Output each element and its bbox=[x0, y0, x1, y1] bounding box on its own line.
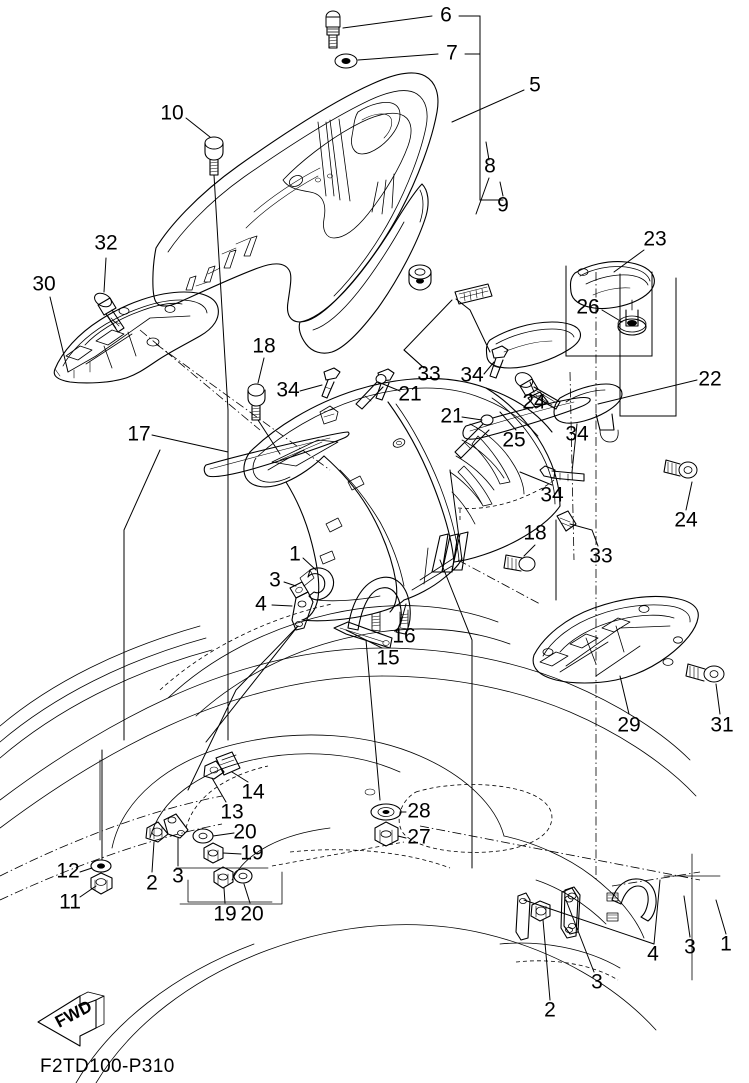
main-cowl-assembly bbox=[243, 377, 561, 622]
nut-item-19-upper bbox=[203, 842, 224, 864]
callout-1-b: 1 bbox=[720, 933, 732, 956]
vehicle-body-outline bbox=[0, 603, 721, 1083]
clip-item-33-lower bbox=[556, 510, 577, 532]
bolt-item-18-right bbox=[503, 554, 536, 572]
callout-27: 27 bbox=[407, 826, 430, 849]
callout-22: 22 bbox=[698, 368, 721, 391]
upper-tank-cover-assembly bbox=[152, 72, 439, 354]
callout-21-a: 21 bbox=[398, 383, 421, 406]
rivet-item-34-b bbox=[489, 345, 509, 379]
callout-24-a: 24 bbox=[522, 391, 546, 414]
bracket-item-22 bbox=[485, 321, 623, 443]
plate-item-3-lower bbox=[560, 887, 579, 939]
callout-30: 30 bbox=[32, 273, 55, 296]
callout-32: 32 bbox=[94, 232, 117, 255]
side-panel-item-30 bbox=[53, 291, 219, 384]
callout-34-d: 34 bbox=[540, 484, 564, 507]
callout-23: 23 bbox=[643, 228, 666, 251]
grommet-item-26 bbox=[617, 309, 647, 336]
collar-item-14 bbox=[215, 751, 241, 776]
callout-3-a: 3 bbox=[269, 569, 281, 592]
callout-8: 8 bbox=[484, 155, 496, 178]
nut-item-19-lower bbox=[213, 866, 234, 889]
callout-18-a: 18 bbox=[252, 335, 275, 358]
rivet-item-34-c bbox=[539, 465, 585, 482]
bolt-item-18-left bbox=[247, 383, 266, 421]
rivet-item-34-a bbox=[321, 367, 341, 399]
callout-33-b: 33 bbox=[589, 545, 612, 568]
bolt-item-24-upper bbox=[514, 372, 561, 410]
callout-16: 16 bbox=[392, 625, 415, 648]
bolt-item-10 bbox=[204, 136, 224, 176]
callout-5: 5 bbox=[529, 74, 541, 97]
bracket-item-4-upper bbox=[291, 591, 314, 631]
callout-33-a: 33 bbox=[417, 363, 440, 386]
bushing-item-2-left bbox=[145, 821, 169, 843]
callout-25: 25 bbox=[502, 429, 525, 452]
nut-item-11 bbox=[90, 872, 113, 895]
callout-13: 13 bbox=[220, 801, 243, 824]
callout-4-a: 4 bbox=[255, 593, 267, 616]
callout-2-a: 2 bbox=[146, 872, 158, 895]
screw-item-31 bbox=[685, 663, 725, 683]
callout-17: 17 bbox=[127, 423, 150, 446]
callout-14: 14 bbox=[241, 781, 265, 804]
pin-item-21-upper bbox=[355, 374, 387, 410]
washer-item-7 bbox=[334, 53, 358, 69]
callout-4-b: 4 bbox=[647, 943, 659, 966]
callout-3-b: 3 bbox=[172, 865, 184, 888]
callout-34-b: 34 bbox=[460, 364, 484, 387]
bolt-item-24-lower bbox=[663, 459, 698, 479]
callout-7: 7 bbox=[446, 42, 458, 65]
callout-3-d: 3 bbox=[591, 971, 603, 994]
callout-11: 11 bbox=[59, 891, 81, 914]
u-bolt-item-1-lower bbox=[606, 878, 657, 922]
part-code-label: F2TD100-P310 bbox=[40, 1056, 175, 1077]
callout-29: 29 bbox=[617, 714, 640, 737]
callout-2-b: 2 bbox=[544, 999, 556, 1022]
callout-34-c: 34 bbox=[565, 423, 589, 446]
washer-item-20-lower bbox=[233, 868, 253, 884]
u-bolt-item-16 bbox=[347, 576, 411, 635]
callout-34-a: 34 bbox=[276, 379, 300, 402]
nut-item-13 bbox=[203, 760, 225, 780]
callout-12: 12 bbox=[56, 860, 79, 883]
callout-26: 26 bbox=[576, 296, 599, 319]
callout-21-b: 21 bbox=[440, 405, 463, 428]
leader-lines bbox=[49, 15, 727, 1001]
callout-19-b: 19 bbox=[213, 903, 236, 926]
callout-9: 9 bbox=[497, 194, 509, 217]
callout-6: 6 bbox=[440, 4, 452, 27]
callout-18-b: 18 bbox=[523, 522, 546, 545]
callout-15: 15 bbox=[376, 647, 399, 670]
washer-item-12 bbox=[90, 859, 112, 873]
callout-24-b: 24 bbox=[674, 509, 698, 532]
plate-item-3-left bbox=[163, 813, 189, 839]
nut-item-27 bbox=[374, 821, 399, 847]
callout-28: 28 bbox=[407, 800, 430, 823]
bushing-item-2-lower bbox=[530, 900, 551, 922]
callout-20-a: 20 bbox=[233, 821, 256, 844]
screw-item-32 bbox=[94, 292, 125, 333]
bolt-item-6 bbox=[325, 10, 341, 49]
callout-3-c: 3 bbox=[684, 936, 696, 959]
callout-1-a: 1 bbox=[289, 543, 301, 566]
callout-31: 31 bbox=[710, 714, 733, 737]
callout-19-a: 19 bbox=[240, 842, 263, 865]
callout-20-b: 20 bbox=[240, 903, 263, 926]
callout-10: 10 bbox=[160, 102, 183, 125]
callout-number-group: 6 7 5 8 9 10 23 32 30 26 18 33 34 34 21 … bbox=[32, 4, 733, 1022]
